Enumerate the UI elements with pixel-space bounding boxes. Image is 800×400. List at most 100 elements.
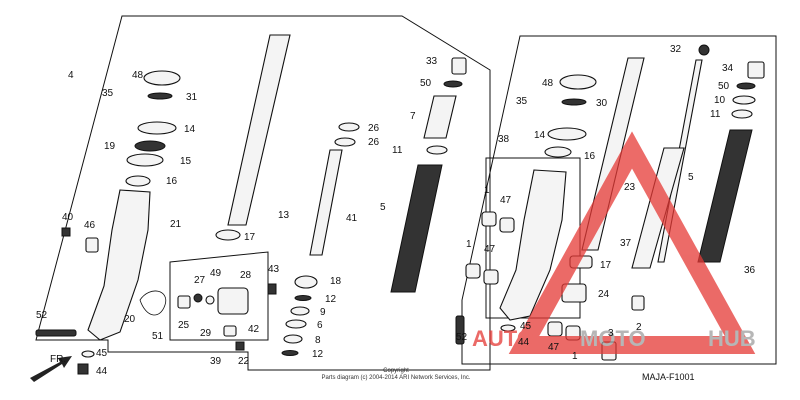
collar-42 — [223, 325, 237, 337]
diagram-code: MAJA-F1001 — [642, 372, 695, 382]
callout-label: 26 — [368, 123, 380, 134]
bearing-race-19-left — [134, 140, 166, 152]
callout-label: 19 — [104, 141, 116, 152]
bolt-44-left — [77, 363, 89, 375]
callout-label: 13 — [278, 210, 290, 221]
callout-label: 52 — [456, 332, 468, 343]
ring-12b — [281, 350, 299, 356]
callout-label: 18 — [330, 276, 342, 287]
watermark-text-c: HUB — [708, 326, 756, 351]
fork-slider-21-left — [87, 189, 151, 341]
watermark: AUTO MOTO HUB — [472, 131, 756, 354]
callout-label: 2 — [636, 322, 642, 333]
callout-label: 14 — [184, 124, 196, 135]
callout-label: 14 — [534, 130, 546, 141]
callout-label: 45 — [96, 348, 108, 359]
callout-label: 12 — [312, 349, 324, 360]
callout-label: 17 — [244, 232, 256, 243]
washer-10 — [732, 95, 756, 105]
bolt-43 — [267, 283, 277, 295]
callout-label: 9 — [320, 307, 326, 318]
callout-label: 5 — [688, 172, 694, 183]
right-assembly-frame — [461, 35, 777, 365]
seal-15-left — [126, 153, 164, 167]
callout-label: 49 — [210, 268, 222, 279]
callout-label: 28 — [240, 270, 252, 281]
valve-9 — [290, 306, 310, 316]
bushing-1a — [481, 211, 497, 227]
front-arrow-icon — [30, 356, 72, 382]
spacer-7 — [423, 95, 457, 139]
front-direction-label: FR. — [50, 354, 66, 365]
callout-label: 17 — [600, 260, 612, 271]
callout-label: 22 — [238, 356, 250, 367]
watermark-text-a: AUTO — [472, 326, 534, 351]
callout-label: 48 — [132, 70, 144, 81]
callout-label: 31 — [186, 92, 198, 103]
washer-49 — [205, 295, 215, 305]
callout-label: 1 — [466, 239, 472, 250]
callout-label: 47 — [548, 342, 560, 353]
ring-30 — [561, 98, 587, 106]
bearing-14-right — [547, 127, 587, 141]
bushing-17-left — [215, 229, 241, 241]
callout-label: 34 — [722, 63, 734, 74]
washer-26b — [334, 137, 356, 147]
bolt-22 — [235, 341, 245, 351]
bearing-14-left — [137, 121, 177, 135]
callout-label: 24 — [598, 289, 610, 300]
callout-label: 1 — [572, 351, 578, 362]
callout-label: 46 — [84, 220, 96, 231]
callout-label: 11 — [392, 145, 403, 156]
seat-8 — [283, 334, 303, 344]
watermark-text-b: MOTO — [580, 326, 646, 351]
dust-seal-48-right — [559, 74, 597, 90]
washer-6 — [285, 319, 307, 329]
callout-label: 32 — [670, 44, 682, 55]
bracket-subframe — [169, 251, 269, 341]
callout-label: 33 — [426, 56, 438, 67]
callout-label: 30 — [596, 98, 608, 109]
callout-label: 50 — [420, 78, 432, 89]
callout-label: 48 — [542, 78, 554, 89]
bushing-46 — [85, 237, 99, 253]
watermark-triangle-icon — [508, 131, 756, 354]
callout-label: 52 — [36, 310, 48, 321]
bracket-28 — [217, 287, 249, 315]
damper-rod-41 — [309, 149, 343, 256]
bolt-40 — [61, 227, 71, 237]
bushing-47b — [483, 269, 499, 285]
bushing-1b — [465, 263, 481, 279]
bolt-27 — [193, 293, 203, 303]
top-bolt-33 — [451, 57, 467, 75]
right-slider-subframe — [485, 157, 581, 319]
fork-slider-38-right — [499, 169, 567, 321]
bushing-16-left — [125, 175, 151, 187]
copyright-line-2: Parts diagram (c) 2004-2014 ARI Network … — [321, 375, 470, 381]
bushing-47c — [547, 321, 563, 337]
callout-label: 1 — [484, 185, 490, 196]
washer-45-left — [81, 350, 95, 358]
callout-label: 11 — [710, 109, 721, 120]
callout-label: 45 — [520, 321, 532, 332]
fork-spring-5-right — [697, 129, 753, 263]
callout-label: 10 — [714, 95, 726, 106]
callout-label: 5 — [380, 202, 386, 213]
collar-2 — [631, 295, 645, 311]
callout-label: 29 — [200, 328, 212, 339]
oring-50-right — [736, 82, 756, 90]
ring-12a — [294, 295, 312, 301]
callout-label: 16 — [584, 151, 596, 162]
dust-seal-48-left — [143, 70, 181, 86]
bushing-25 — [177, 295, 191, 309]
callout-label: 43 — [268, 264, 280, 275]
callout-label: 42 — [248, 324, 260, 335]
washer-11-right — [731, 109, 753, 119]
nut-32 — [698, 44, 710, 56]
washer-45-right — [500, 324, 516, 332]
callout-label: 47 — [484, 244, 496, 255]
callout-label: 3 — [608, 328, 614, 339]
callout-label: 40 — [62, 212, 74, 223]
callout-label: 38 — [498, 134, 510, 145]
